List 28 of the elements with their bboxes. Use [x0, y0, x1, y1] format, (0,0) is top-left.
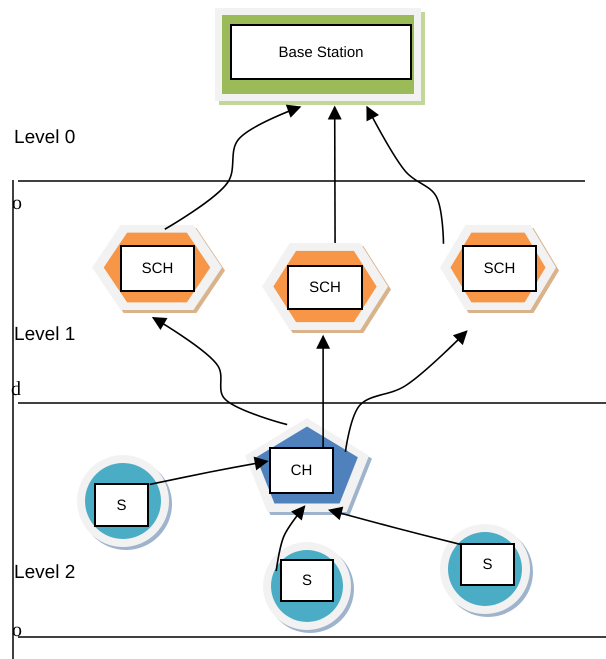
arrow: [275, 505, 306, 572]
sub-cluster-head-hexagon: [92, 225, 222, 310]
sensor-node-circle: [263, 542, 351, 630]
node-label: CH: [269, 447, 334, 494]
arrow: [150, 456, 269, 486]
arrow: [152, 316, 288, 426]
node-label: S: [460, 543, 515, 586]
arrow: [328, 506, 462, 546]
node-label: S: [94, 483, 149, 527]
node-label: SCH: [287, 265, 363, 310]
level-label: Level 1: [14, 325, 76, 344]
arrow: [316, 334, 330, 448]
cluster-head-pentagon: [245, 418, 369, 512]
arrow: [328, 106, 342, 243]
arrow: [366, 106, 444, 244]
sensor-node-circle: [440, 524, 530, 614]
node-label: SCH: [462, 245, 537, 292]
arrow: [164, 104, 302, 230]
level-label: Level 0: [14, 128, 76, 147]
node-label: S: [280, 559, 334, 602]
level-label: Level 2: [14, 563, 76, 582]
base-station-box: [215, 8, 425, 105]
sensor-node-circle: [77, 455, 169, 547]
sub-cluster-head-hexagon: [262, 243, 388, 330]
node-label: Base Station: [230, 24, 412, 80]
arrow: [344, 330, 468, 452]
sub-cluster-head-hexagon: [440, 225, 556, 310]
node-label: SCH: [120, 245, 195, 292]
